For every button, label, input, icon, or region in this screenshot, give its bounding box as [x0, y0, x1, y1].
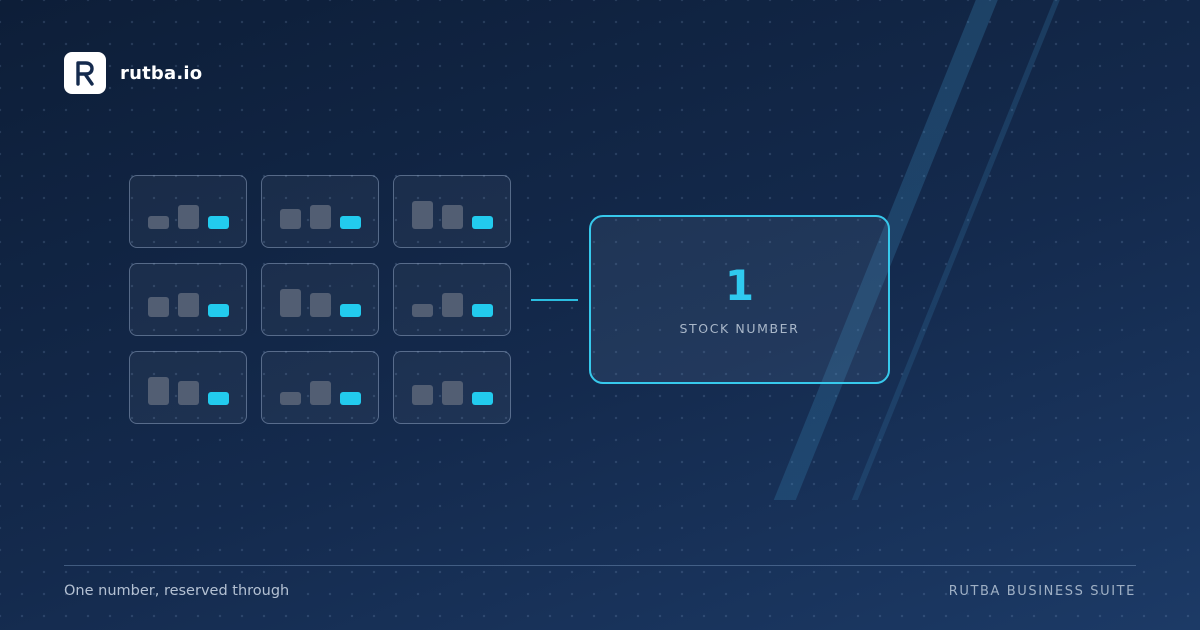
mini-bar-chart-icon	[129, 351, 247, 424]
tile-bar	[280, 392, 301, 405]
mini-bar-chart-icon	[393, 351, 511, 424]
tile-bar	[310, 205, 331, 229]
tile-bar	[148, 216, 169, 229]
tile-bar-accent	[472, 392, 493, 405]
mini-bar-chart-icon	[261, 175, 379, 248]
stock-number-label: STOCK NUMBER	[679, 321, 800, 336]
footer-divider	[64, 565, 1136, 566]
tile-bar	[442, 381, 463, 405]
tile-bar	[310, 293, 331, 317]
tile-bar-accent	[208, 216, 229, 229]
tile-bar	[280, 289, 301, 317]
mini-bar-chart-icon	[129, 263, 247, 336]
tile-bar-accent	[472, 304, 493, 317]
brand-logo[interactable]: rutba.io	[64, 52, 202, 94]
logo-glyph	[76, 61, 94, 86]
tile-bar	[442, 205, 463, 229]
tile-bar	[442, 293, 463, 317]
brand-name: rutba.io	[120, 62, 203, 84]
tile-bar	[412, 304, 433, 317]
tile-bar	[148, 377, 169, 405]
tile-bar	[412, 201, 433, 229]
tile-bar	[178, 205, 199, 229]
tile-bar-accent	[208, 304, 229, 317]
connector-line	[531, 299, 578, 301]
tile-bar	[412, 385, 433, 405]
tile-bar-accent	[340, 392, 361, 405]
mini-bar-chart-icon	[393, 263, 511, 336]
mini-bar-chart-icon	[393, 175, 511, 248]
stock-number-value: 1	[724, 261, 755, 310]
stock-number-card: 1 STOCK NUMBER	[589, 215, 890, 384]
r-letter-logo-icon	[64, 52, 106, 94]
mini-bar-chart-icon	[261, 263, 379, 336]
footer-tagline: One number, reserved through	[64, 583, 290, 599]
suite-name: RUTBA BUSINESS SUITE	[948, 584, 1136, 599]
mini-bar-chart-icon	[129, 175, 247, 248]
tile-bar-accent	[340, 216, 361, 229]
tile-bar	[280, 209, 301, 229]
tile-bar-accent	[208, 392, 229, 405]
tile-bar-accent	[472, 216, 493, 229]
tile-bar	[310, 381, 331, 405]
tile-bar-accent	[340, 304, 361, 317]
tile-bar	[148, 297, 169, 317]
tile-bar	[178, 293, 199, 317]
tile-bar	[178, 381, 199, 405]
mini-bar-chart-icon	[261, 351, 379, 424]
